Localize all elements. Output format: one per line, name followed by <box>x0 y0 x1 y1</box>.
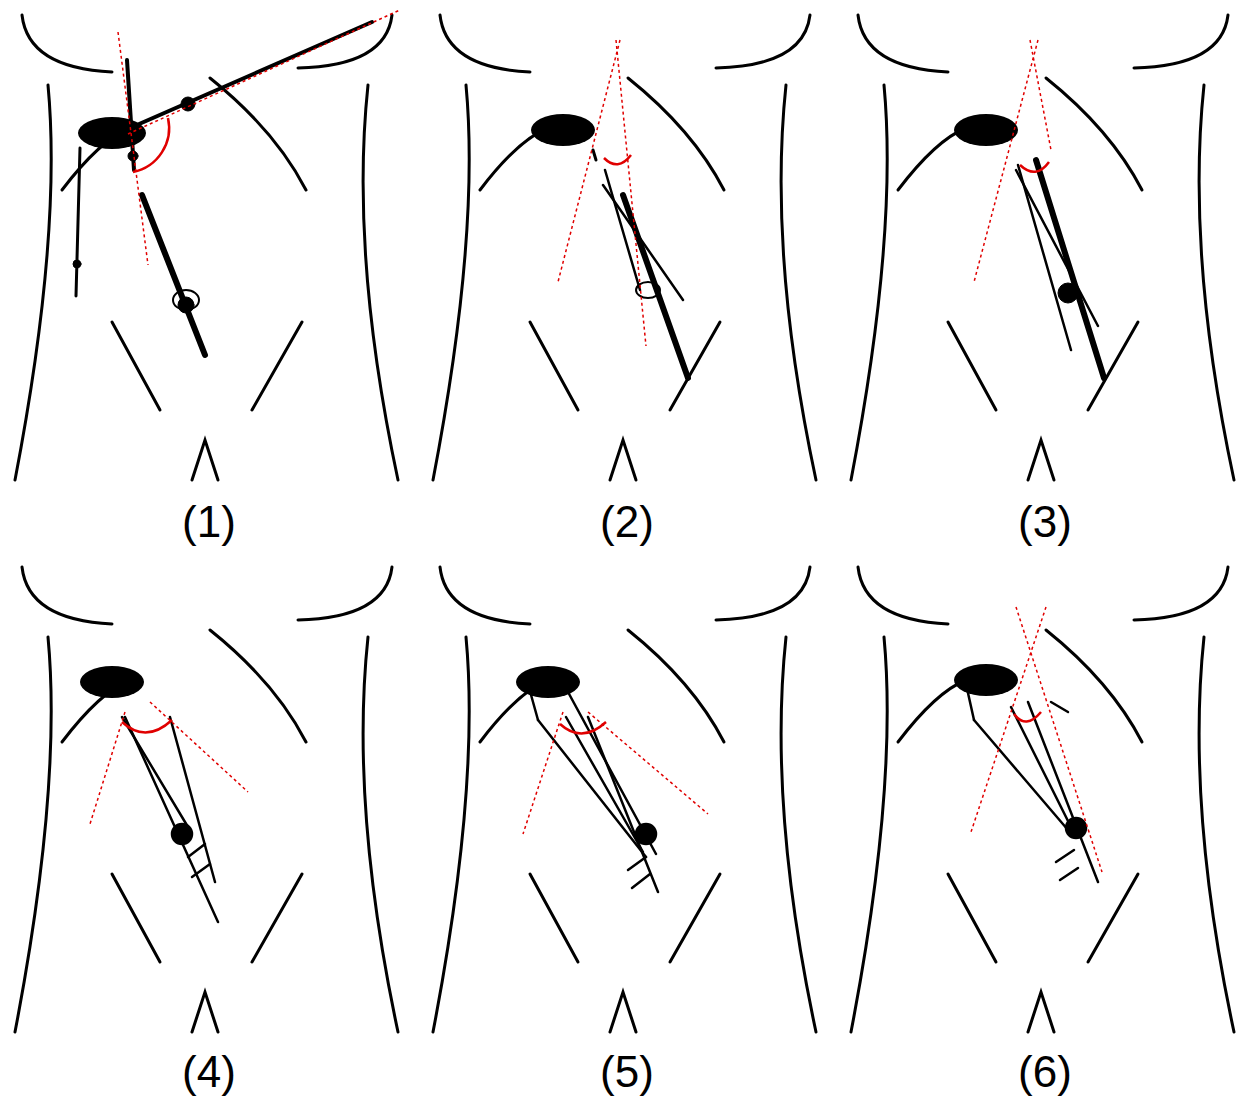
panel-number: (2) <box>600 500 654 544</box>
panel-2 <box>433 15 816 480</box>
panel-number: (1) <box>182 500 236 544</box>
panel-number: (6) <box>1018 1050 1072 1094</box>
panel-3 <box>851 15 1234 480</box>
panel-6 <box>851 567 1234 1032</box>
panel-5 <box>433 567 816 1032</box>
panel-number: (5) <box>600 1050 654 1094</box>
panel-1 <box>15 10 400 480</box>
panel-4 <box>15 567 398 1032</box>
panel-number: (3) <box>1018 500 1072 544</box>
panel-number: (4) <box>182 1050 236 1094</box>
